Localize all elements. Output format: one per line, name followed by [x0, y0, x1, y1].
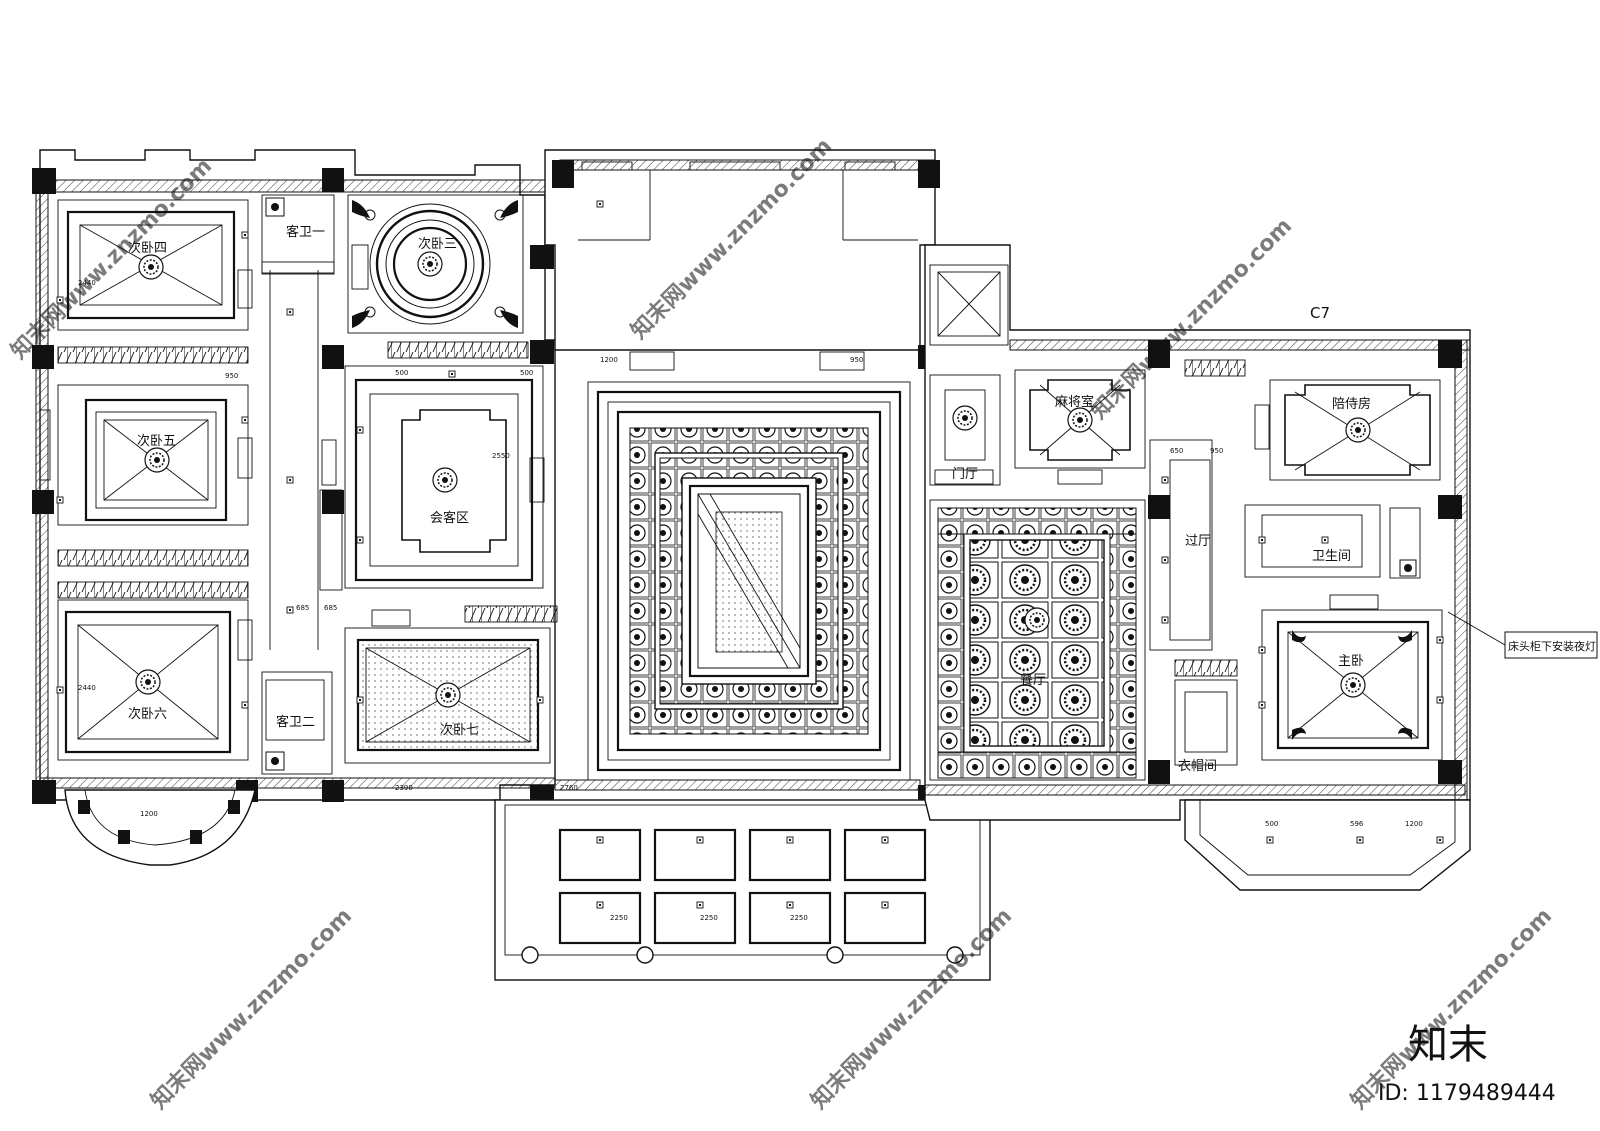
room-label-guest-bath-1: 客卫一: [286, 224, 325, 240]
room-label-bedroom-3: 次卧三: [418, 236, 457, 252]
room-label-reception: 会客区: [430, 510, 469, 526]
dimension-label: 685: [324, 604, 337, 612]
dimension-label: 596: [1350, 820, 1364, 828]
dimension-label: 2390: [395, 784, 413, 792]
room-label-mahjong: 麻将室: [1055, 394, 1094, 410]
room-label-foyer: 门厅: [952, 467, 978, 482]
dimension-labels: 1200 1200 950 950 500 500 2440 2440 2760 2390 2250…: [78, 279, 1423, 922]
room-label-cloakroom: 衣帽间: [1178, 758, 1217, 774]
room-label-bathroom: 卫生间: [1312, 549, 1351, 564]
dimension-label: 2550: [492, 452, 510, 460]
watermark-brand: 知末: [1408, 1022, 1488, 1068]
night-light-note: 床头柜下安装夜灯: [1508, 639, 1596, 653]
dimension-label: 950: [1210, 447, 1223, 455]
room-label-bedroom-6: 次卧六: [128, 706, 167, 722]
watermark-image-id: ID: 1179489444: [1378, 1081, 1556, 1106]
left-wing: [32, 149, 558, 866]
room-label-companion: 陪侍房: [1332, 396, 1371, 412]
dimension-label: 2440: [78, 279, 96, 287]
room-label-passage: 过厅: [1185, 534, 1211, 549]
dimension-label: 500: [395, 369, 408, 377]
corner-carving-tr: [494, 200, 518, 221]
dimension-label: 500: [1265, 820, 1278, 828]
room-label-master-bedroom: 主卧: [1338, 654, 1364, 669]
elevation-tag-c7: C7: [1310, 304, 1330, 322]
dimension-label: 1200: [140, 810, 158, 818]
dimension-label: 650: [1170, 447, 1183, 455]
dimension-label: 2250: [790, 914, 808, 922]
dimension-label: 2250: [610, 914, 628, 922]
central-wing: [494, 149, 991, 981]
dimension-label: 1200: [600, 356, 618, 364]
right-wing: [924, 244, 1471, 891]
dimension-label: 500: [520, 369, 533, 377]
corner-carving-tl: [352, 200, 376, 221]
corner-carving-bl: [352, 306, 376, 328]
dimension-label: 950: [850, 356, 863, 364]
dimension-label: 685: [296, 604, 309, 612]
room-label-guest-bath-2: 客卫二: [276, 714, 315, 730]
room-label-dining: 餐厅: [1020, 672, 1046, 688]
dimension-label: 950: [225, 372, 238, 380]
dimension-label: 2760: [560, 784, 578, 792]
note-box: [1504, 631, 1598, 659]
corner-carving-br: [494, 306, 518, 328]
dimension-label: 2250: [700, 914, 718, 922]
room-label-bedroom-4: 次卧四: [128, 240, 167, 256]
room-label-bedroom-5: 次卧五: [137, 433, 176, 449]
dimension-label: 2440: [78, 684, 96, 692]
dimension-label: 1200: [1405, 820, 1423, 828]
room-label-bedroom-7: 次卧七: [440, 722, 479, 738]
